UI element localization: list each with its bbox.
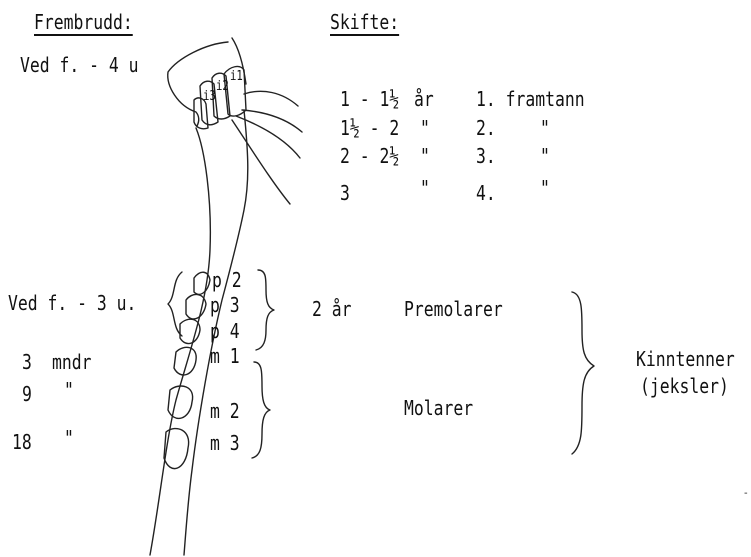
change-row-4-ditto: " <box>540 178 550 198</box>
m3-outline <box>164 429 189 469</box>
axis-tick-mark: - <box>744 488 748 499</box>
incisor-label-i1: i1 <box>230 70 243 83</box>
change-row-1-tooth: 1. framtann <box>476 89 585 109</box>
incisor-eruption-label: Ved f. - 4 u <box>20 55 138 75</box>
premolar-label: Premolarer <box>404 299 503 319</box>
m2-outline <box>168 386 193 418</box>
curve-line-1 <box>244 91 298 106</box>
jaw-left-edge <box>150 128 210 555</box>
change-row-4-age: 3 <box>340 183 350 203</box>
tooth-label-p2: p 2 <box>212 270 242 290</box>
change-row-4-unit: " <box>420 178 430 198</box>
incisor-label-i2: i2 <box>216 80 229 93</box>
m1-eruption-value: 3 <box>22 352 32 372</box>
change-row-2-unit: " <box>420 118 430 138</box>
m3-eruption-unit: " <box>64 428 74 448</box>
molar-label: Molarer <box>404 398 473 418</box>
tooth-label-p3: p 3 <box>210 295 240 315</box>
change-row-4-tooth: 4. <box>476 183 496 203</box>
curve-line-2 <box>242 110 302 132</box>
change-row-2-age: 1½ - 2 <box>340 118 399 138</box>
change-header: Skifte: <box>330 12 399 32</box>
change-row-2-tooth: 2. <box>476 118 496 138</box>
change-row-3-age: 2 - 2½ <box>340 146 399 166</box>
molar-brace <box>252 362 270 458</box>
cheek-teeth-brace <box>572 292 594 454</box>
change-row-1-unit: år <box>414 89 434 109</box>
incisor-label-i3: i3 <box>203 90 216 103</box>
change-row-3-tooth: 3. <box>476 146 496 166</box>
change-row-3-unit: " <box>420 146 430 166</box>
premolar-eruption-label: Ved f. - 3 u. <box>8 293 136 313</box>
change-row-2-ditto: " <box>540 118 550 138</box>
p4-outline <box>180 319 200 343</box>
p3-outline <box>186 294 206 319</box>
change-row-3-ditto: " <box>540 146 550 166</box>
cheek-teeth-label: Kinntenner <box>636 349 735 369</box>
m3-eruption-value: 18 <box>12 432 32 452</box>
curve-line-4 <box>232 120 290 204</box>
cheek-teeth-alt-label: (jeksler) <box>640 376 729 396</box>
tooth-label-m3: m 3 <box>210 433 240 453</box>
eruption-header: Frembrudd: <box>34 12 133 32</box>
change-row-1-age: 1 - 1½ <box>340 89 399 109</box>
m2-eruption-unit: " <box>64 380 74 400</box>
m2-eruption-value: 9 <box>22 384 32 404</box>
tooth-label-m1: m 1 <box>210 346 240 366</box>
m1-eruption-unit: mndr <box>52 352 92 372</box>
premolar-change-age: 2 år <box>312 299 352 319</box>
tooth-label-m2: m 2 <box>210 401 240 421</box>
premolar-brace <box>256 270 274 350</box>
tooth-label-p4: p 4 <box>210 321 240 341</box>
